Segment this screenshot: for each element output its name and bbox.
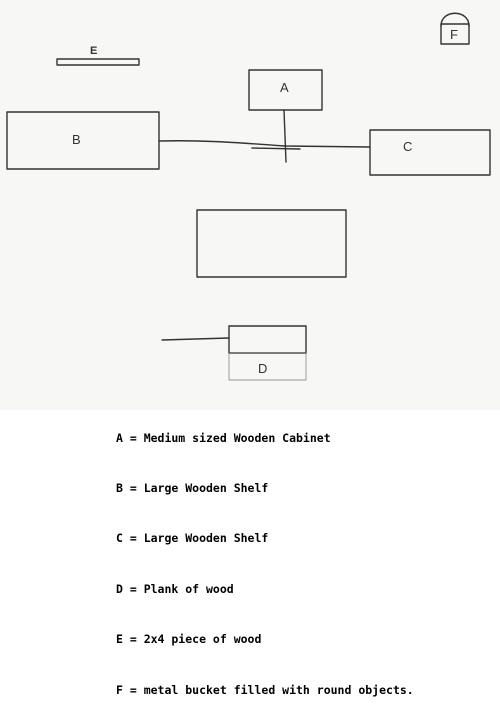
label-f: F — [450, 27, 458, 42]
legend-line-c: C = Large Wooden Shelf — [116, 531, 269, 546]
label-a: A — [280, 80, 289, 95]
item-a-cabinet — [248, 69, 323, 111]
legend-line-b: B = Large Wooden Shelf — [116, 480, 269, 495]
connector-line-b-c — [158, 140, 371, 148]
label-b: B — [72, 132, 81, 147]
legend-line-e: E = 2x4 piece of wood — [116, 632, 262, 647]
legend: A = Medium sized Wooden Cabinet B = Larg… — [116, 396, 414, 715]
legend-line-a: A = Medium sized Wooden Cabinet — [116, 430, 331, 445]
item-b-shelf — [6, 111, 160, 170]
connector-line-b-c-lower — [251, 147, 301, 150]
label-d: D — [258, 361, 267, 376]
item-e-2x4 — [56, 58, 140, 66]
connector-vertical-a — [283, 109, 287, 163]
item-c-shelf — [369, 129, 491, 176]
label-e: E — [90, 45, 97, 57]
legend-line-f: F = metal bucket filled with round objec… — [116, 682, 414, 697]
item-d-plank — [161, 325, 307, 381]
sketch-area: E F A B C D — [6, 12, 491, 381]
label-c: C — [403, 139, 412, 154]
item-f-bucket — [440, 12, 470, 45]
legend-line-d: D = Plank of wood — [116, 581, 234, 596]
unlabeled-box — [196, 209, 347, 278]
